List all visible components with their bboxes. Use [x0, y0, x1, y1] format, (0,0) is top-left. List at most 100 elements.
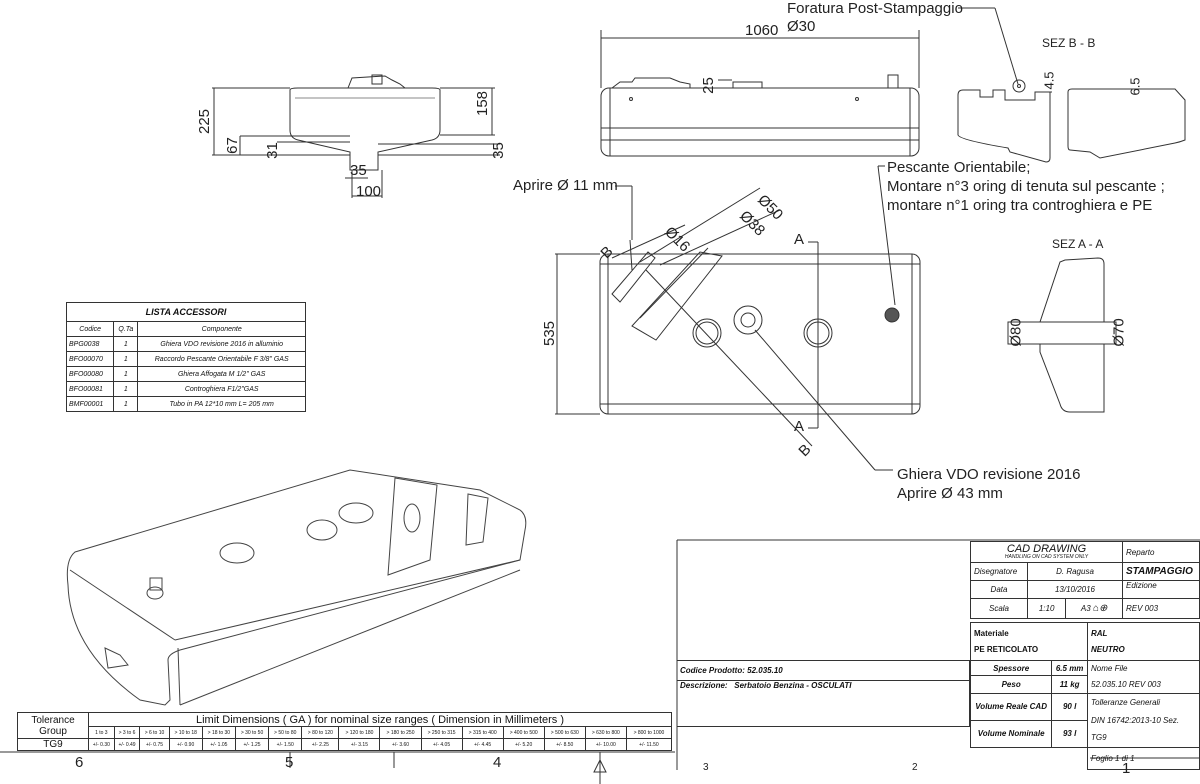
tolerance-value: +/- 1.05	[201, 738, 236, 751]
dim-100: 100	[356, 183, 382, 200]
table-row: BMF00001 1 Tubo in PA 12*10 mm L= 205 mm	[65, 396, 306, 412]
table-row: BFO00080 1 Ghiera Affogata M 1/2" GAS	[65, 366, 306, 382]
side-view	[600, 30, 920, 157]
frame-zone-4: 4	[493, 754, 502, 771]
note-pescante-line1: Pescante Orientabile;	[887, 159, 1031, 176]
spessore-value: 6.5 mm	[1051, 659, 1088, 677]
tolerance-group-header: Tolerance Group	[17, 712, 89, 739]
accessory-qty: 1	[113, 381, 139, 397]
table-row: BFO00070 1 Raccordo Pescante Orientabile…	[65, 351, 306, 367]
section-bb-drawing	[957, 88, 1186, 163]
note-foratura-diameter: Ø30	[787, 18, 816, 35]
foglio-value: Foglio 1 di 1	[1087, 746, 1200, 770]
data-label: Data	[970, 580, 1028, 599]
scala-value: 1:10	[1026, 598, 1067, 619]
tolerance-value: +/- 4.45	[461, 738, 504, 751]
descrizione-value: Serbatoio Benzina - OSCULATI	[734, 681, 852, 690]
frame-zone-1: 1	[1122, 760, 1131, 777]
accessories-table: LISTA ACCESSORI Codice Q.Ta Componente B…	[65, 302, 306, 412]
note-foratura-title: Foratura Post-Stampaggio	[787, 0, 963, 17]
tolerance-values-row: TG9 +/- 0.30+/- 0.49+/- 0.75+/- 0.90+/- …	[17, 738, 673, 751]
tolerance-value: +/- 1.25	[234, 738, 270, 751]
materiale-value: PE RETICOLATO	[974, 644, 1039, 654]
ral-value: NEUTRO	[1091, 644, 1125, 654]
tolerance-value: +/- 1.50	[268, 738, 303, 751]
reparto-value: STAMPAGGIO	[1122, 562, 1200, 581]
frame-zone-5: 5	[285, 754, 294, 771]
dim-section-aa-left: Ø80	[1007, 318, 1025, 347]
note-pescante-line3: montare n°1 oring tra controghiera e PE	[887, 197, 1153, 214]
tolerance-ranges-row: 1 to 3> 3 to 6> 6 to 10> 10 to 18> 18 to…	[18, 726, 673, 739]
top-view-drawing	[555, 165, 921, 471]
revision-value: REV 003	[1122, 598, 1200, 619]
dim-section-aa-right: Ø70	[1110, 318, 1128, 347]
ral-label: RAL	[1091, 628, 1108, 638]
codice-prodotto-value: 52.035.10	[747, 666, 783, 675]
accessories-header-component: Componente	[137, 321, 306, 337]
materiale-label: Materiale	[974, 628, 1009, 638]
tolerance-range: > 80 to 120	[301, 726, 340, 739]
disegnatore-value: D. Ragusa	[1027, 562, 1123, 581]
disegnatore-label: Disegnatore	[970, 562, 1028, 581]
accessory-code: BFO00070	[65, 351, 115, 367]
note-pescante-line2: Montare n°3 oring di tenuta sul pescante…	[887, 178, 1165, 195]
tolerance-value: +/- 0.75	[139, 738, 170, 751]
tolerance-range: 1 to 3	[88, 726, 115, 739]
edizione-label: Edizione	[1122, 580, 1200, 599]
table-row: BPG0038 1 Ghiera VDO revisione 2016 in a…	[65, 336, 306, 352]
dim-67: 67	[223, 137, 241, 154]
tolerance-value: +/- 8.50	[543, 738, 586, 751]
section-mark-a-top: A	[794, 231, 805, 248]
accessory-code: BMF00001	[65, 396, 115, 412]
tolerance-range: > 18 to 30	[201, 726, 236, 739]
dim-height-total: 225	[196, 108, 214, 135]
tolerance-range: > 250 to 315	[420, 726, 463, 739]
accessory-qty: 1	[113, 396, 139, 412]
codice-prodotto-label: Codice Prodotto:	[680, 666, 745, 675]
tolerance-value: +/- 0.49	[113, 738, 141, 751]
tolerance-range: > 315 to 400	[461, 726, 504, 739]
tolerance-range: > 6 to 10	[139, 726, 170, 739]
accessory-component: Controghiera F1/2"GAS	[137, 381, 306, 397]
dim-boss: 25	[699, 77, 717, 94]
tolerance-value: +/- 5.20	[502, 738, 545, 751]
cad-drawing-title: CAD DRAWING	[1006, 543, 1087, 555]
tolerance-value: +/- 10.00	[584, 738, 627, 751]
tolerance-value: +/- 4.05	[420, 738, 463, 751]
accessories-header-qty: Q.Ta	[113, 321, 139, 337]
tolerance-value: +/- 0.30	[88, 738, 115, 751]
note-open-11mm: Aprire Ø 11 mm	[513, 177, 618, 194]
section-mark-a-bottom: A	[794, 418, 805, 435]
title-block-product: Codice Prodotto: 52.035.10 Descrizione: …	[677, 660, 970, 727]
tolerance-value: +/- 3.60	[379, 738, 422, 751]
tolerance-range: > 10 to 18	[168, 726, 203, 739]
title-block-header: CAD DRAWING HANDLING ON CAD SYSTEM ONLY …	[970, 541, 1200, 619]
projection-symbol-icon: ⌂⊕	[1092, 603, 1108, 614]
tolerance-range: > 180 to 250	[379, 726, 422, 739]
tolerance-range: > 120 to 180	[338, 726, 381, 739]
accessories-title: LISTA ACCESSORI	[66, 302, 306, 322]
accessory-component: Raccordo Pescante Orientabile F 3/8" GAS	[137, 351, 306, 367]
table-row: BFO00081 1 Controghiera F1/2"GAS	[65, 381, 306, 397]
peso-label: Peso	[969, 675, 1053, 694]
accessory-code: BFO00080	[65, 366, 115, 382]
nome-file-value: 52.035.10 REV 003	[1091, 680, 1161, 689]
frame-zone-2: 2	[912, 762, 918, 773]
dim-35-left: 35	[350, 162, 367, 179]
dim-section-bb-right: 6.5	[1127, 77, 1143, 96]
tolerance-range: > 500 to 630	[543, 726, 586, 739]
accessory-qty: 1	[113, 366, 139, 382]
tolerance-range: > 30 to 50	[234, 726, 270, 739]
nome-file-label: Nome File	[1091, 664, 1128, 673]
accessory-component: Ghiera VDO revisione 2016 in alluminio	[137, 336, 306, 352]
accessory-qty: 1	[113, 351, 139, 367]
tolerance-range: > 3 to 6	[113, 726, 141, 739]
dim-section-bb-left: 4.5	[1041, 71, 1057, 90]
scala-label: Scala	[970, 598, 1028, 619]
tolerance-range: > 800 to 1000	[625, 726, 673, 739]
dim-35-right: 35	[489, 142, 507, 159]
tolerance-value: +/- 2.25	[301, 738, 340, 751]
volume-nominale-value: 93 l	[1051, 719, 1088, 748]
front-view	[212, 74, 500, 198]
